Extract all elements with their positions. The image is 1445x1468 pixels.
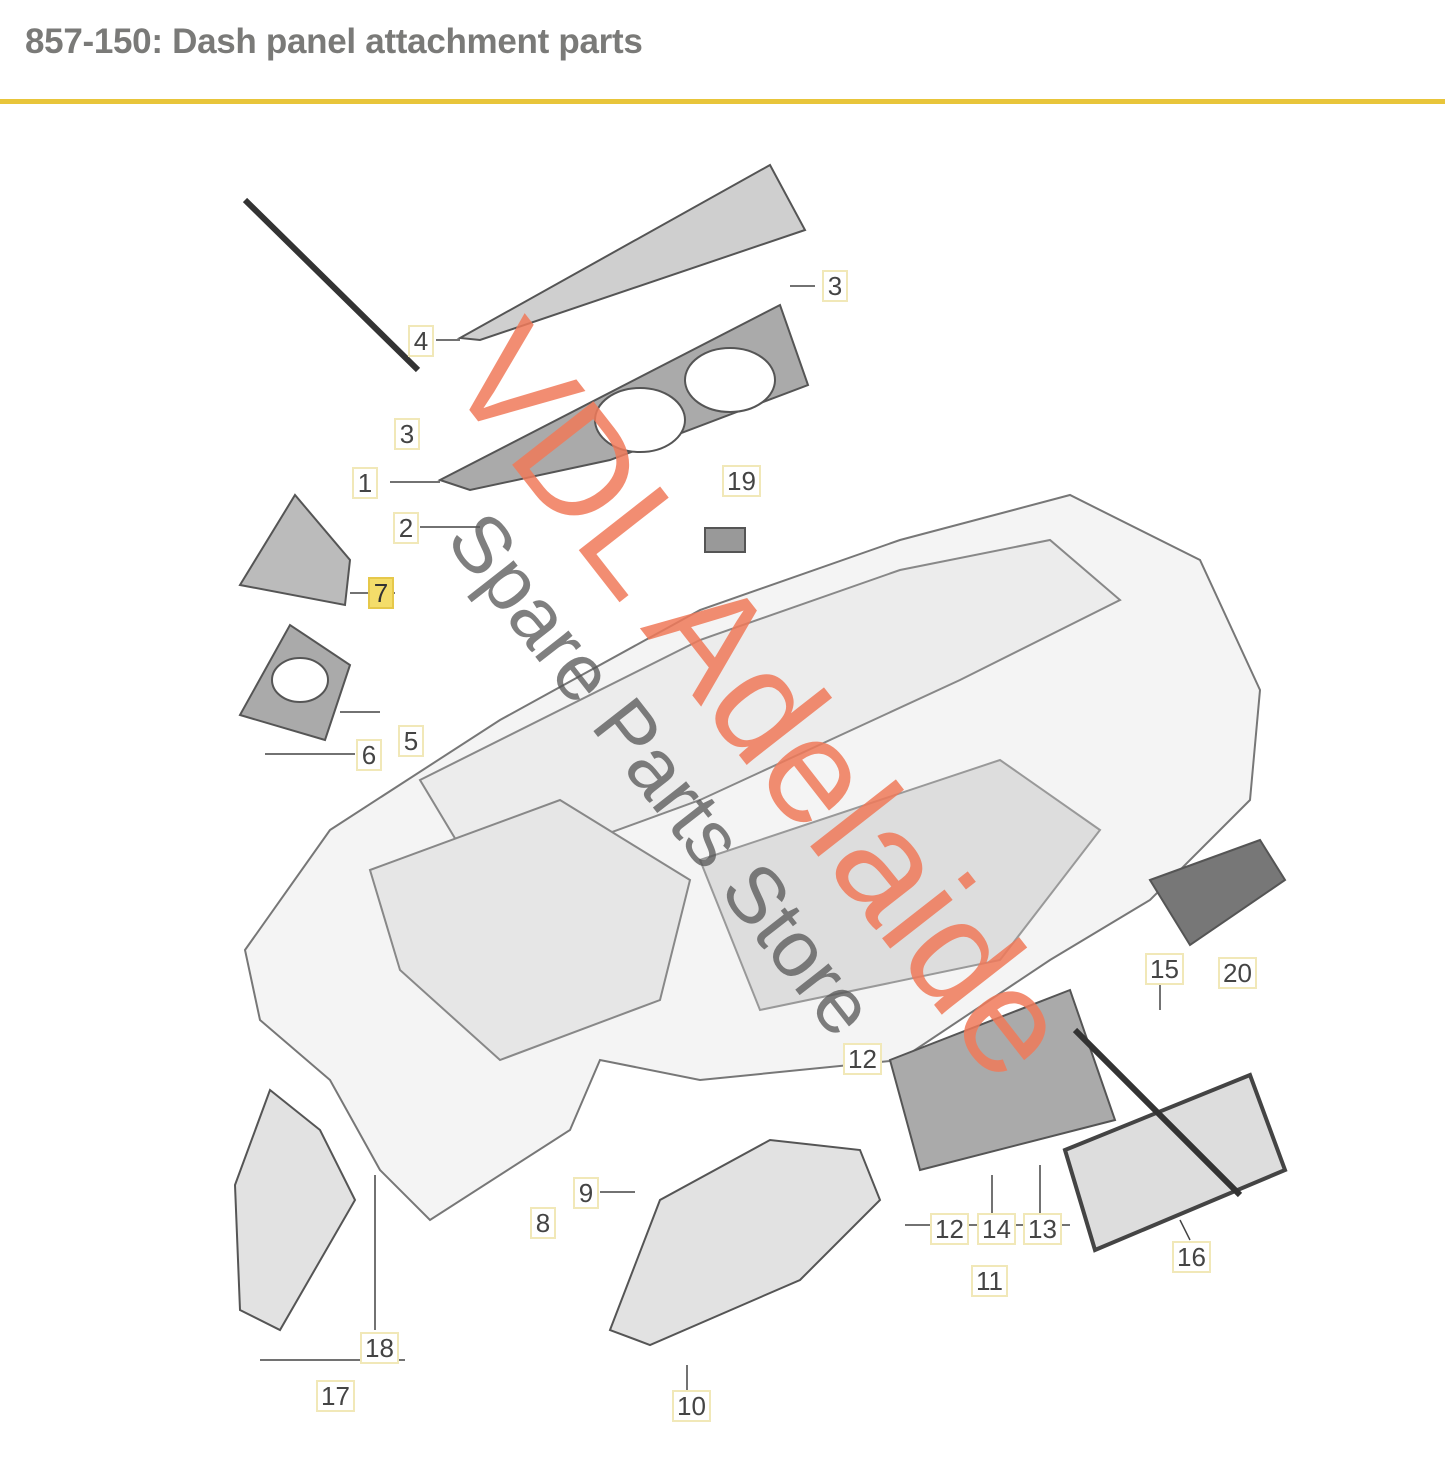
part-16-frame (1062, 1072, 1288, 1253)
part-1-opening-left (594, 387, 686, 453)
callout-part-12[interactable]: 12 (930, 1213, 969, 1245)
callout-part-4[interactable]: 4 (408, 325, 434, 357)
dash-center-section (698, 758, 1102, 1012)
callout-part-2[interactable]: 2 (393, 512, 419, 544)
part-4-trim (456, 163, 807, 342)
callout-part-18[interactable]: 18 (360, 1332, 399, 1364)
callout-part-6[interactable]: 6 (356, 739, 382, 771)
part-19 (704, 527, 746, 553)
part-20-vent (1148, 838, 1287, 947)
callout-part-3[interactable]: 3 (822, 270, 848, 302)
callout-part-16[interactable]: 16 (1172, 1241, 1211, 1273)
callout-part-8[interactable]: 8 (530, 1207, 556, 1239)
callout-part-15[interactable]: 15 (1145, 953, 1184, 985)
dash-driver-hood (368, 798, 692, 1062)
page-title: 857-150: Dash panel attachment parts (25, 22, 643, 61)
callout-part-10[interactable]: 10 (672, 1390, 711, 1422)
callout-part-9[interactable]: 9 (573, 1177, 599, 1209)
callout-part-14[interactable]: 14 (977, 1213, 1016, 1245)
callout-part-5[interactable]: 5 (398, 725, 424, 757)
callout-part-13[interactable]: 13 (1023, 1213, 1062, 1245)
callout-part-1[interactable]: 1 (352, 467, 378, 499)
callout-part-20[interactable]: 20 (1218, 957, 1257, 989)
callout-part-19[interactable]: 19 (722, 465, 761, 497)
part-1-opening-right (684, 347, 776, 413)
callout-part-12[interactable]: 12 (843, 1043, 882, 1075)
part-5-opening (271, 657, 329, 703)
callout-part-3[interactable]: 3 (394, 418, 420, 450)
callout-part-11[interactable]: 11 (971, 1265, 1008, 1297)
callout-part-17[interactable]: 17 (316, 1380, 355, 1412)
header-divider (0, 99, 1445, 104)
part-7-cover (238, 493, 352, 607)
part-11-display (888, 988, 1117, 1172)
callout-part-7[interactable]: 7 (368, 577, 394, 609)
part-8-cowl (608, 1138, 882, 1347)
watermark-strokes (242, 197, 1243, 1198)
part-17-panel (233, 1088, 357, 1332)
